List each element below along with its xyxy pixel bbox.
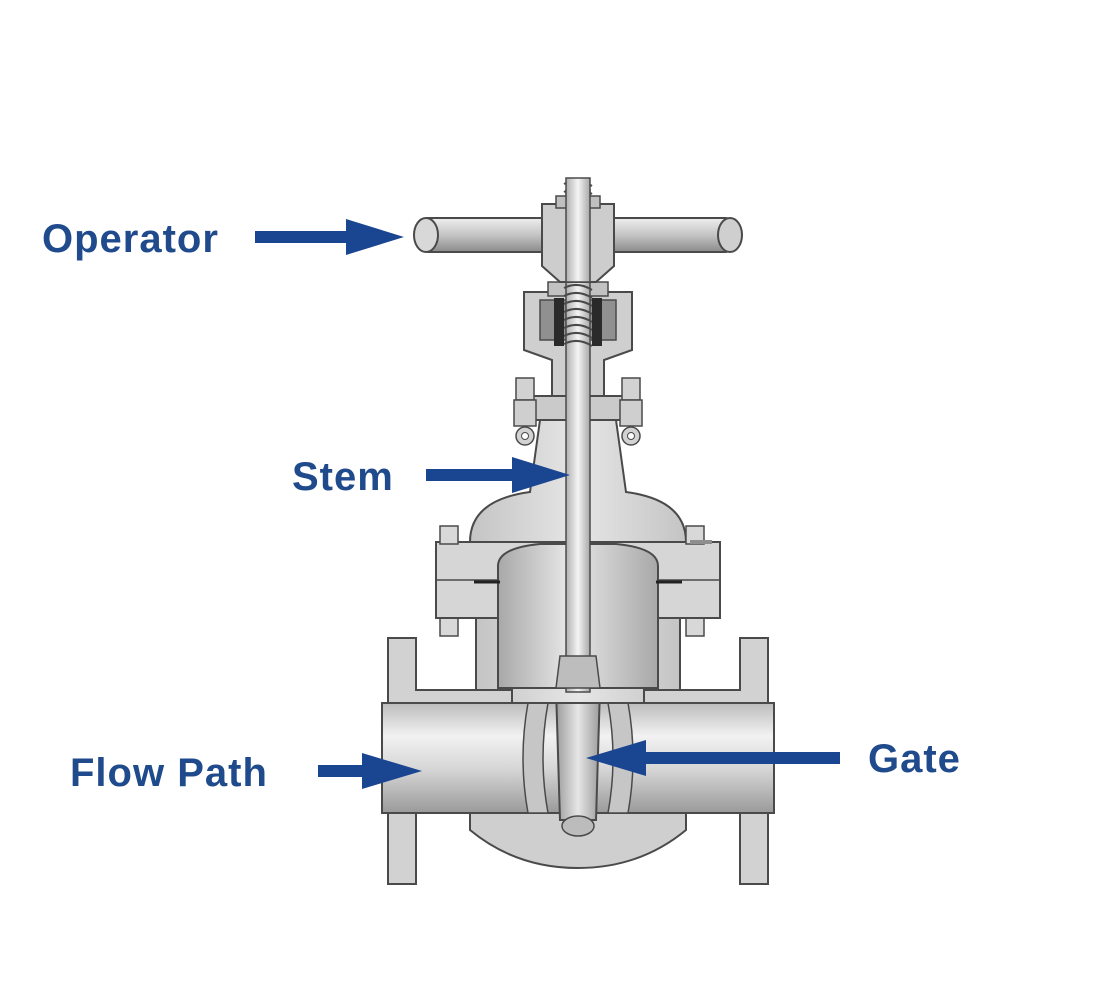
operator-handle: [413, 177, 743, 283]
stem-arrow: [426, 457, 570, 493]
gate-wedge: [554, 687, 602, 821]
gate-arrow: [586, 740, 840, 776]
lower-bolt-right: [685, 617, 705, 637]
left-seat-ring: [522, 702, 549, 814]
stem-thread-turn: [563, 332, 593, 339]
stem-thread-turn: [563, 324, 593, 331]
eye-bolt-left: [513, 377, 537, 446]
stem-thread-turn: [563, 292, 593, 299]
handle-end-left: [413, 217, 439, 253]
upper-bolt-left: [439, 525, 459, 545]
operator-label: Operator: [42, 217, 219, 261]
packing-right: [592, 298, 602, 346]
gate-label: Gate: [868, 737, 961, 781]
gate-bottom-guide: [561, 815, 595, 837]
lower-bolt-left: [439, 617, 459, 637]
callout-arrows: [255, 219, 840, 789]
stem-head: [555, 655, 601, 689]
upper-bolt-left-2: [690, 540, 712, 544]
stem-thread-turn: [563, 284, 593, 291]
packing-left: [554, 298, 564, 346]
stem-thread-turn: [563, 340, 593, 347]
stem-top: [565, 177, 591, 283]
flow-path-label: Flow Path: [70, 751, 268, 795]
stem-thread-turn: [563, 300, 593, 307]
stem-thread-turn: [563, 316, 593, 323]
operator-arrow: [255, 219, 404, 255]
flow-path-arrow: [318, 753, 422, 789]
stem-thread-turn: [563, 308, 593, 315]
handle-end-right: [717, 217, 743, 253]
stem-label: Stem: [292, 455, 394, 499]
body-belly: [469, 809, 687, 870]
eye-bolt-right: [619, 377, 643, 446]
